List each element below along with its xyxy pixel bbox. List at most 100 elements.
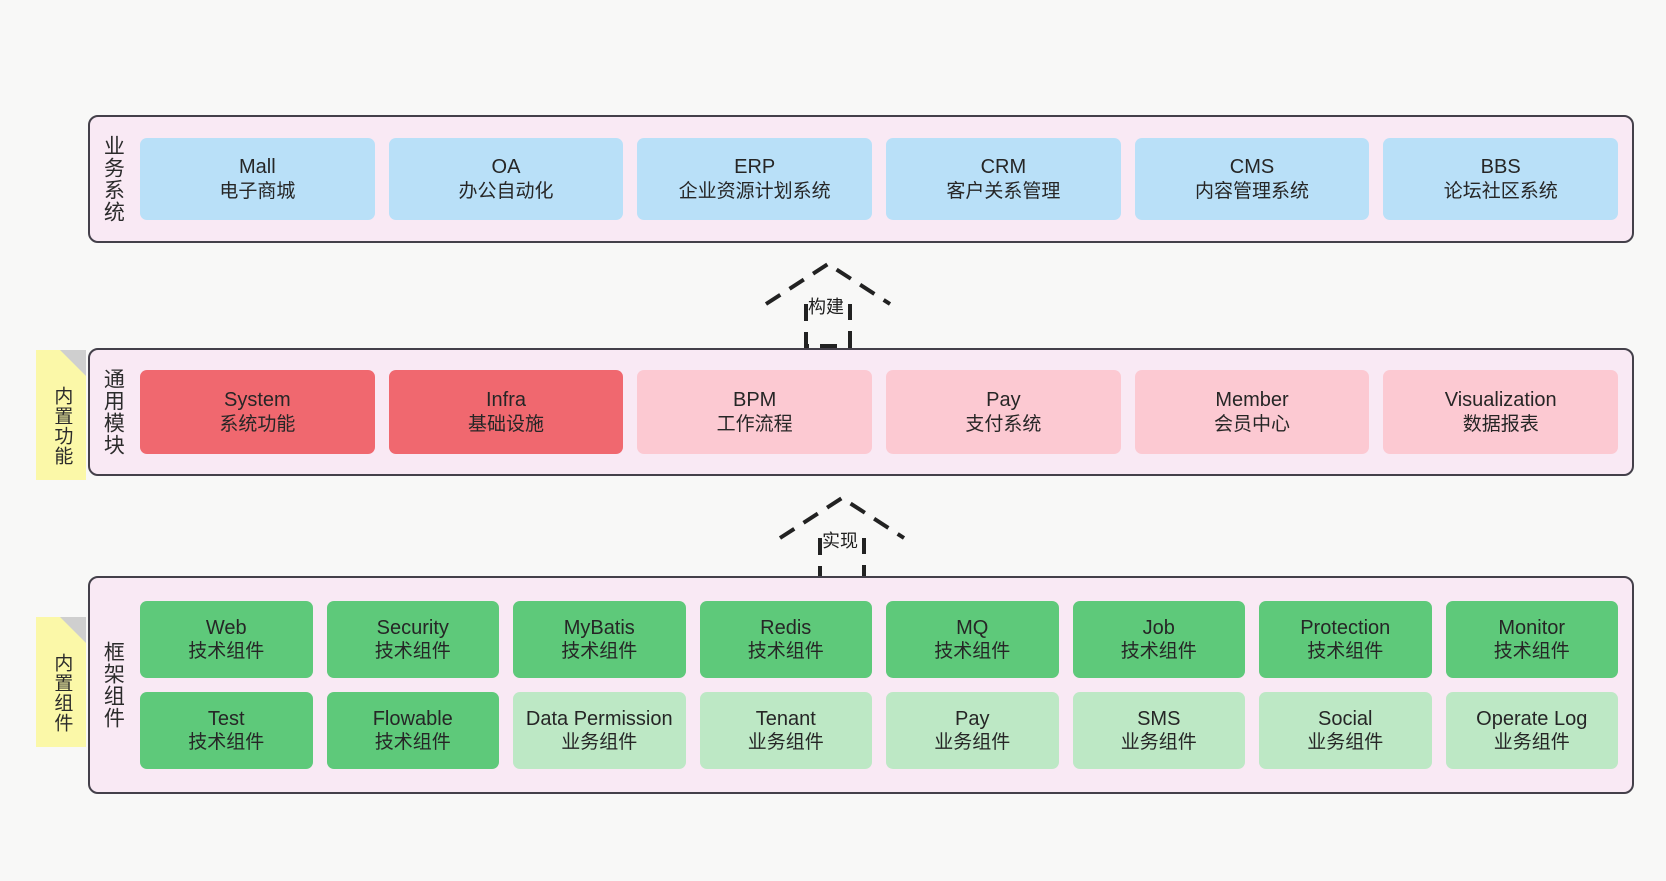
card-row: System 系统功能 Infra 基础设施 BPM 工作流程 Pay 支付系统…: [140, 370, 1619, 454]
card-subtitle: 客户关系管理: [946, 180, 1061, 202]
card-subtitle: 业务组件: [1307, 732, 1384, 754]
card-pay-component[interactable]: Pay 业务组件: [886, 692, 1059, 769]
card-title: Member: [1215, 389, 1289, 412]
card-web[interactable]: Web 技术组件: [140, 601, 313, 678]
card-title: BPM: [733, 389, 777, 412]
card-subtitle: 系统功能: [219, 413, 296, 435]
card-flowable[interactable]: Flowable 技术组件: [326, 692, 499, 769]
card-oa[interactable]: OA 办公自动化: [388, 138, 624, 220]
card-title: Data Permission: [525, 707, 673, 730]
card-visualization[interactable]: Visualization 数据报表: [1383, 370, 1619, 454]
card-data-permission[interactable]: Data Permission 业务组件: [513, 692, 686, 769]
card-mall[interactable]: Mall 电子商城: [140, 138, 375, 220]
card-tenant[interactable]: Tenant 业务组件: [699, 692, 872, 769]
card-title: SMS: [1137, 707, 1181, 730]
card-infra[interactable]: Infra 基础设施: [388, 370, 624, 454]
layer-body-framework-components: Web 技术组件 Security 技术组件 MyBatis 技术组件 Redi…: [134, 578, 1632, 792]
card-mybatis[interactable]: MyBatis 技术组件: [513, 601, 686, 678]
connector-implement: 实现: [772, 492, 912, 584]
card-subtitle: 基础设施: [468, 413, 545, 435]
card-subtitle: 支付系统: [965, 413, 1042, 435]
layer-title-business-systems: 业务系统: [101, 135, 125, 223]
card-subtitle: 技术组件: [1307, 641, 1384, 663]
card-operate-log[interactable]: Operate Log 业务组件: [1445, 692, 1618, 769]
connector-build: 构建: [758, 258, 898, 350]
connector-label-build: 构建: [808, 297, 844, 317]
card-subtitle: 电子商城: [219, 180, 296, 202]
layer-common-modules[interactable]: 通用模块 System 系统功能 Infra 基础设施 BPM 工作流程 Pay…: [88, 348, 1634, 476]
sticky-note-text: 内置功能: [51, 386, 73, 466]
card-subtitle: 技术组件: [1120, 641, 1197, 663]
card-bbs[interactable]: BBS 论坛社区系统: [1383, 138, 1619, 220]
arrowhead-triangle-build: [764, 261, 892, 306]
card-title: Web: [205, 616, 247, 639]
card-subtitle: 内容管理系统: [1195, 180, 1310, 202]
card-title: CMS: [1229, 156, 1275, 179]
card-subtitle: 技术组件: [374, 732, 451, 754]
card-cms[interactable]: CMS 内容管理系统: [1134, 138, 1370, 220]
card-subtitle: 业务组件: [561, 732, 638, 754]
card-subtitle: 技术组件: [934, 641, 1011, 663]
card-subtitle: 企业资源计划系统: [678, 180, 831, 202]
card-title: Job: [1142, 616, 1175, 639]
card-test[interactable]: Test 技术组件: [140, 692, 313, 769]
card-crm[interactable]: CRM 客户关系管理: [886, 138, 1121, 220]
card-subtitle: 业务组件: [934, 732, 1011, 754]
card-title: CRM: [980, 156, 1027, 179]
card-protection[interactable]: Protection 技术组件: [1259, 601, 1432, 678]
card-subtitle: 数据报表: [1462, 413, 1539, 435]
card-subtitle: 技术组件: [374, 641, 451, 663]
card-title: Infra: [485, 389, 527, 412]
card-subtitle: 论坛社区系统: [1443, 180, 1558, 202]
card-member[interactable]: Member 会员中心: [1134, 370, 1370, 454]
card-row: Mall 电子商城 OA 办公自动化 ERP 企业资源计划系统 CRM 客户关系…: [140, 138, 1619, 220]
sticky-note-builtin-components: 内置组件: [36, 617, 86, 747]
card-subtitle: 业务组件: [1493, 732, 1570, 754]
card-title: Pay: [986, 389, 1021, 412]
card-title: MQ: [956, 616, 989, 639]
card-title: Protection: [1300, 616, 1391, 639]
card-subtitle: 业务组件: [1120, 732, 1197, 754]
card-system[interactable]: System 系统功能: [140, 370, 375, 454]
card-title: OA: [491, 156, 521, 179]
card-redis[interactable]: Redis 技术组件: [699, 601, 872, 678]
connector-label-implement: 实现: [822, 531, 858, 551]
sticky-note-builtin-features: 内置功能: [36, 350, 86, 480]
card-security[interactable]: Security 技术组件: [326, 601, 499, 678]
layer-business-systems[interactable]: 业务系统 Mall 电子商城 OA 办公自动化 ERP 企业资源计划系统 CRM…: [88, 115, 1634, 243]
card-title: System: [223, 389, 291, 412]
layer-title-framework-components: 框架组件: [101, 641, 125, 729]
card-monitor[interactable]: Monitor 技术组件: [1445, 601, 1618, 678]
card-social[interactable]: Social 业务组件: [1259, 692, 1432, 769]
folded-corner-icon: [60, 350, 86, 376]
card-title: Tenant: [755, 707, 816, 730]
card-subtitle: 会员中心: [1214, 413, 1291, 435]
card-title: Social: [1318, 707, 1373, 730]
card-title: BBS: [1480, 156, 1521, 179]
layer-title-common-modules: 通用模块: [101, 368, 125, 456]
card-sms[interactable]: SMS 业务组件: [1072, 692, 1245, 769]
arrow-stem-build: [804, 304, 852, 348]
card-row: Web 技术组件 Security 技术组件 MyBatis 技术组件 Redi…: [140, 601, 1618, 678]
card-title: Flowable: [372, 707, 453, 730]
card-title: Test: [207, 707, 245, 730]
folded-corner-icon: [60, 617, 86, 643]
card-pay-module[interactable]: Pay 支付系统: [886, 370, 1121, 454]
layer-body-common-modules: System 系统功能 Infra 基础设施 BPM 工作流程 Pay 支付系统…: [134, 350, 1632, 474]
card-title: ERP: [734, 156, 776, 179]
card-title: Monitor: [1498, 616, 1566, 639]
card-job[interactable]: Job 技术组件: [1072, 601, 1245, 678]
card-subtitle: 技术组件: [188, 732, 265, 754]
card-subtitle: 工作流程: [716, 413, 793, 435]
card-title: Visualization: [1444, 389, 1557, 412]
card-subtitle: 业务组件: [747, 732, 824, 754]
card-erp[interactable]: ERP 企业资源计划系统: [637, 138, 873, 220]
sticky-note-text: 内置组件: [51, 653, 73, 733]
card-mq[interactable]: MQ 技术组件: [886, 601, 1059, 678]
card-title: Security: [376, 616, 449, 639]
card-title: Operate Log: [1476, 707, 1588, 730]
card-title: Mall: [239, 156, 276, 179]
card-bpm[interactable]: BPM 工作流程: [637, 370, 873, 454]
layer-framework-components[interactable]: 框架组件 Web 技术组件 Security 技术组件 MyBatis 技术组件…: [88, 576, 1634, 794]
